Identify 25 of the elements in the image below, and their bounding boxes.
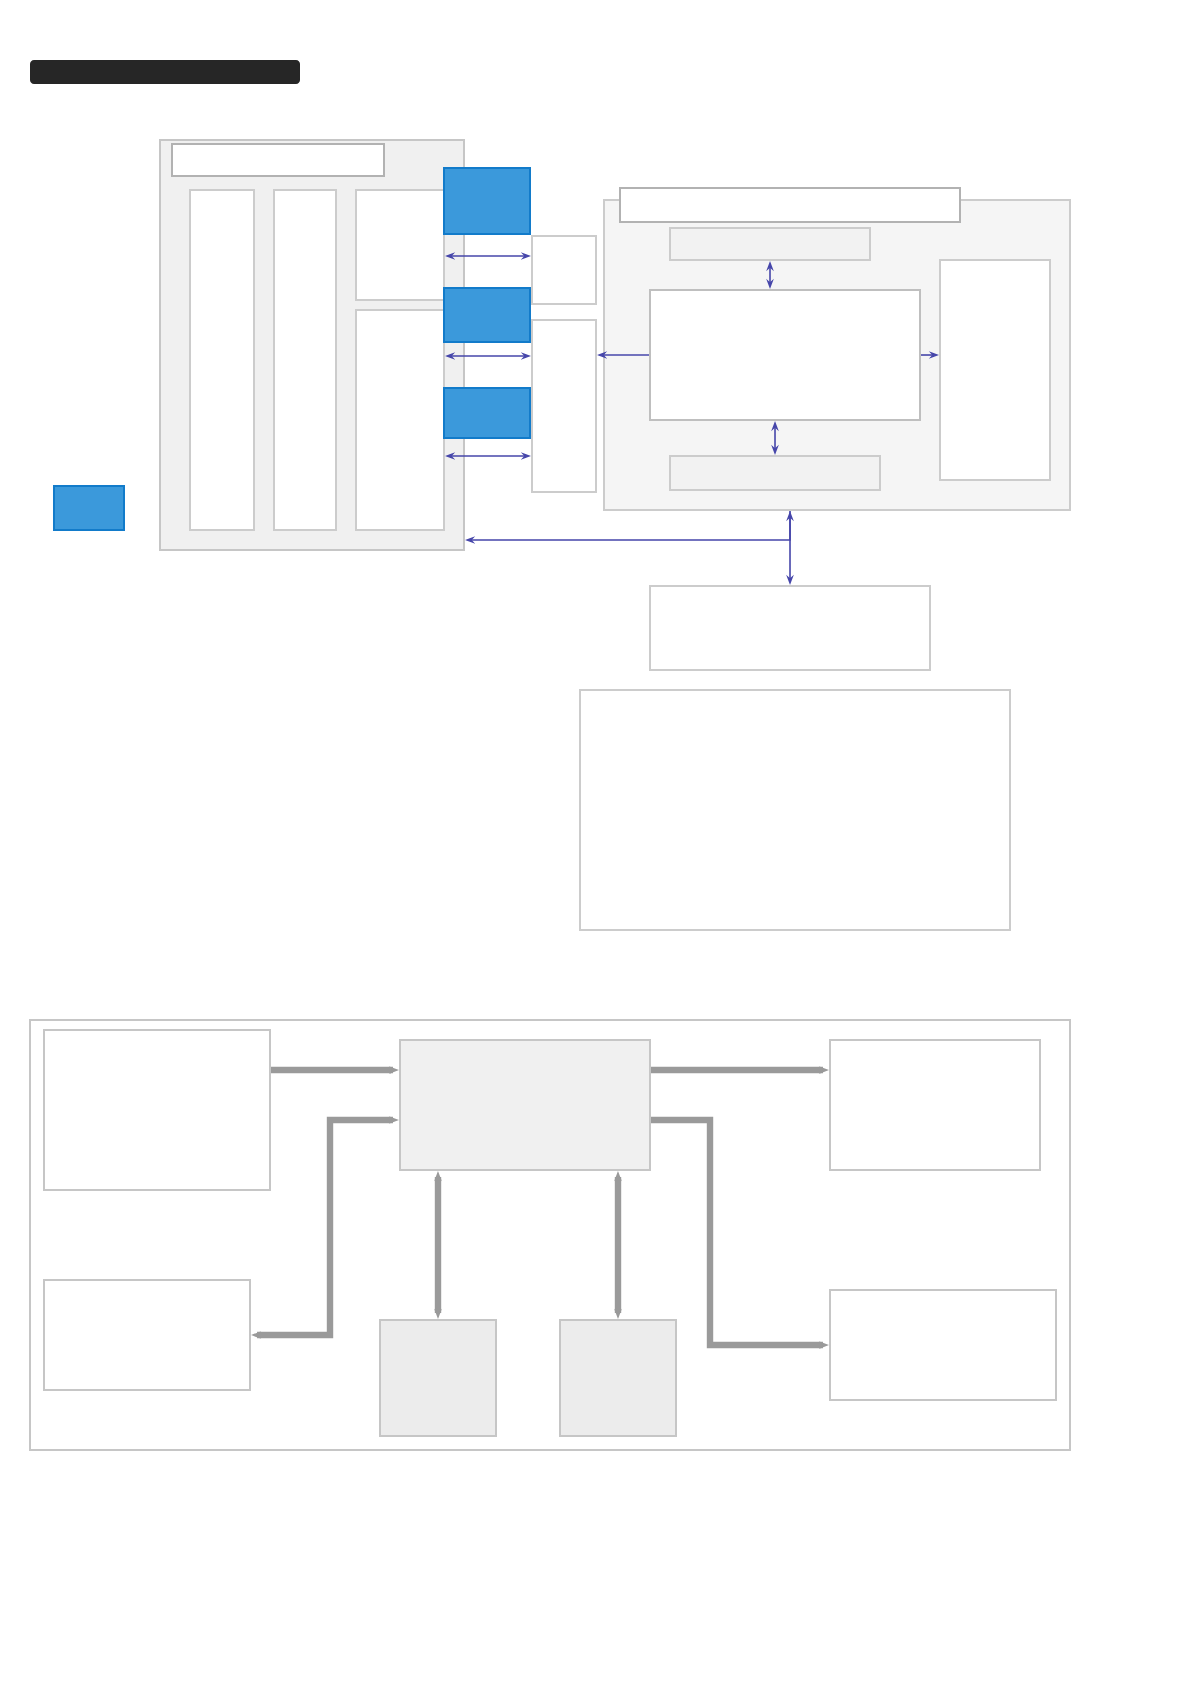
table-box <box>579 689 1011 931</box>
block-box <box>649 289 921 421</box>
block-box <box>669 455 881 491</box>
module-box <box>443 387 531 439</box>
memory-box <box>559 1319 677 1437</box>
module-box <box>443 167 531 235</box>
block-box <box>399 1039 651 1171</box>
block-box <box>355 309 445 531</box>
block-box <box>531 235 597 305</box>
column-box <box>273 189 337 531</box>
block-box <box>43 1279 251 1391</box>
block-box <box>43 1029 271 1191</box>
module-box <box>53 485 125 531</box>
module-box <box>443 287 531 343</box>
block-box <box>649 585 931 671</box>
block-box <box>939 259 1051 481</box>
memory-box <box>379 1319 497 1437</box>
header-tab <box>171 143 385 177</box>
block-box <box>829 1039 1041 1171</box>
column-box <box>189 189 255 531</box>
block-box <box>531 319 597 493</box>
block-box <box>355 189 445 301</box>
header-tab <box>619 187 961 223</box>
block-box <box>829 1289 1057 1401</box>
block-box <box>669 227 871 261</box>
